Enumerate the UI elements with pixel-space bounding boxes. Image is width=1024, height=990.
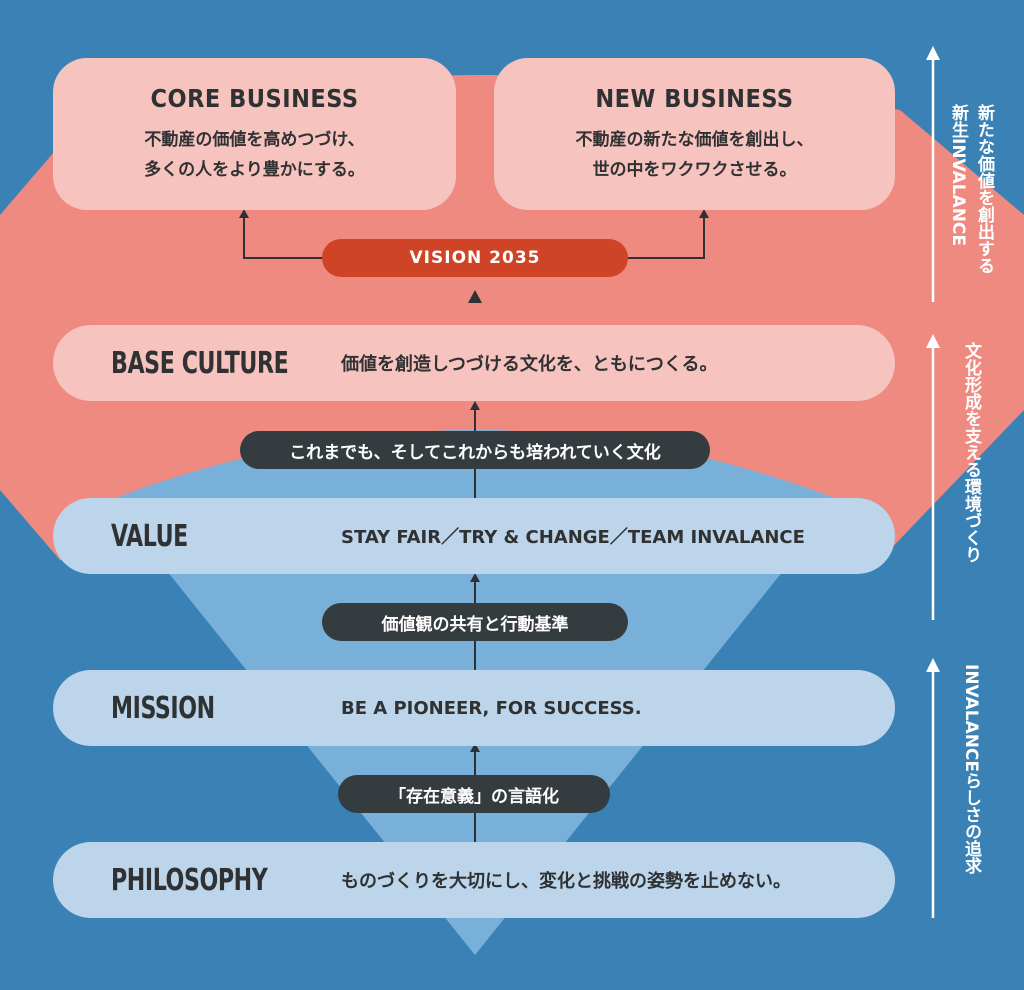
mission-layer: MISSION BE A PIONEER, FOR SUCCESS. — [53, 670, 895, 746]
mission-text: BE A PIONEER, FOR SUCCESS. — [341, 697, 642, 719]
arrowhead-new — [699, 209, 709, 218]
culture-connector-pill: これまでも、そしてこれからも培われていく文化 — [240, 431, 710, 469]
side-arrow-top-head — [926, 46, 940, 60]
vision-pill: VISION 2035 — [322, 239, 628, 277]
new-business-card: NEW BUSINESS 不動産の新たな価値を創出し、 世の中をワクワクさせる。 — [494, 58, 895, 210]
arrowhead-culture — [470, 401, 480, 410]
side-arrow-middle-head — [926, 334, 940, 348]
side-arrow-bottom-head — [926, 658, 940, 672]
side-label-bottom: INVALANCEらしさの追求 — [961, 664, 981, 875]
philosophy-name: PHILOSOPHY — [111, 862, 268, 898]
base-culture-layer: BASE CULTURE 価値を創造しつづける文化を、ともにつくる。 — [53, 325, 895, 401]
base-culture-text: 価値を創造しつづける文化を、ともにつくる。 — [341, 354, 718, 375]
arrowhead-mission — [470, 743, 480, 752]
values-connector-pill: 価値観の共有と行動基準 — [322, 603, 628, 641]
purpose-connector-pill: 「存在意義」の言語化 — [338, 775, 610, 813]
arrowhead-value — [470, 573, 480, 582]
new-business-description: 不動産の新たな価値を創出し、 世の中をワクワクさせる。 — [575, 129, 814, 180]
new-business-title: NEW BUSINESS — [595, 83, 794, 113]
mission-name: MISSION — [111, 690, 215, 726]
connector-core-line — [243, 215, 330, 259]
value-layer: VALUE STAY FAIR／TRY & CHANGE／TEAM INVALA… — [53, 498, 895, 574]
base-culture-name: BASE CULTURE — [111, 345, 289, 381]
side-label-middle: 文化形成を支える環境づくり — [961, 342, 981, 563]
core-business-title: CORE BUSINESS — [150, 83, 359, 113]
side-label-top: 新たな価値を創出する 新生INVALANCE — [948, 104, 994, 274]
arrowhead-core — [239, 209, 249, 218]
value-name: VALUE — [111, 518, 188, 554]
value-text: STAY FAIR／TRY & CHANGE／TEAM INVALANCE — [341, 527, 805, 548]
philosophy-layer: PHILOSOPHY ものづくりを大切にし、変化と挑戦の姿勢を止めない。 — [53, 842, 895, 918]
core-business-description: 不動産の価値を高めつづけ、 多くの人をより豊かにする。 — [144, 129, 365, 180]
arrowhead-vision — [468, 290, 482, 303]
core-business-card: CORE BUSINESS 不動産の価値を高めつづけ、 多くの人をより豊かにする… — [53, 58, 456, 210]
philosophy-text: ものづくりを大切にし、変化と挑戦の姿勢を止めない。 — [341, 871, 791, 892]
connector-new-line — [620, 215, 705, 259]
